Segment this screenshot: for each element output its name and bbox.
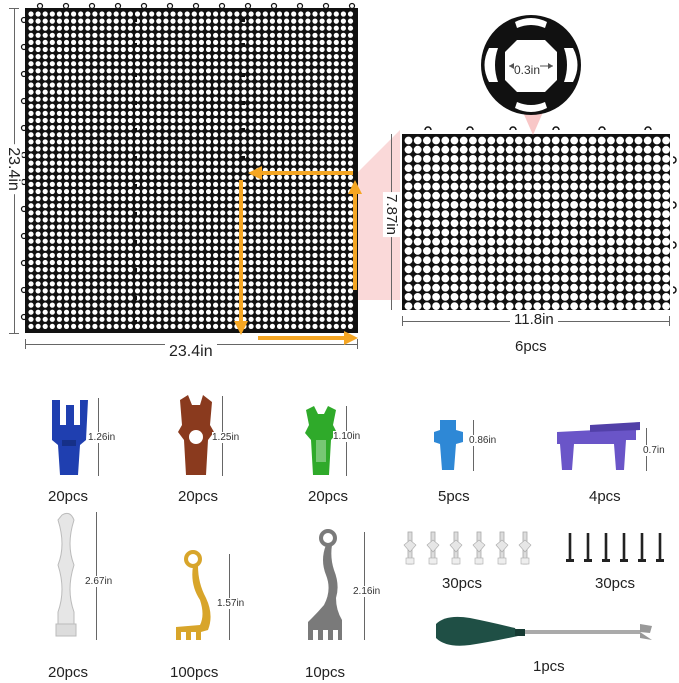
zoom-hole-label: 0.3in	[514, 63, 541, 77]
screws-image	[566, 533, 664, 562]
white-stake-count: 20pcs	[48, 664, 89, 681]
yellow-hook-image	[176, 566, 211, 640]
big-width-label: 23.4in	[165, 343, 217, 361]
light-blue-clip-size: 0.86in	[469, 435, 497, 446]
small-panel-edge-hooks	[424, 126, 677, 294]
purple-bracket-size: 0.7in	[643, 445, 665, 456]
small-panel-count: 6pcs	[515, 338, 547, 355]
screws-count: 30pcs	[595, 575, 636, 592]
small-width-tick-right	[669, 316, 670, 326]
white-stake-image	[57, 512, 75, 629]
screwdriver-count: 1pcs	[533, 658, 565, 675]
yellow-hook-size: 1.57in	[217, 598, 245, 609]
small-width-tick-left	[402, 316, 403, 326]
purple-bracket-count: 4pcs	[589, 488, 621, 505]
screwdriver-image	[436, 616, 652, 646]
small-panel-holes	[404, 136, 670, 310]
green-clip-count: 20pcs	[308, 488, 349, 505]
light-blue-clip-count: 5pcs	[438, 488, 470, 505]
gray-hook-image	[308, 545, 342, 640]
brown-clip-size: 1.25in	[212, 432, 240, 443]
blue-clip-count: 20pcs	[48, 488, 89, 505]
yellow-hook-count: 100pcs	[170, 664, 219, 681]
big-width-tick-right	[357, 339, 358, 349]
zoom-pointer	[522, 110, 544, 135]
big-width-tick-left	[25, 339, 26, 349]
wall-anchors-image	[403, 531, 532, 565]
small-width-label: 11.8in	[510, 311, 558, 328]
brown-clip-count: 20pcs	[178, 488, 219, 505]
big-height-tick-bottom	[9, 333, 19, 334]
blue-clip-size: 1.26in	[88, 432, 116, 443]
gray-hook-size: 2.16in	[353, 586, 381, 597]
green-clip-size: 1.10in	[333, 431, 361, 442]
big-height-tick-top	[9, 8, 19, 9]
gray-hook-count: 10pcs	[305, 664, 346, 681]
anchors-count: 30pcs	[442, 575, 483, 592]
yellow-hook-dim-line	[229, 554, 230, 640]
white-stake-size: 2.67in	[85, 576, 113, 587]
panel-holes	[28, 11, 354, 329]
